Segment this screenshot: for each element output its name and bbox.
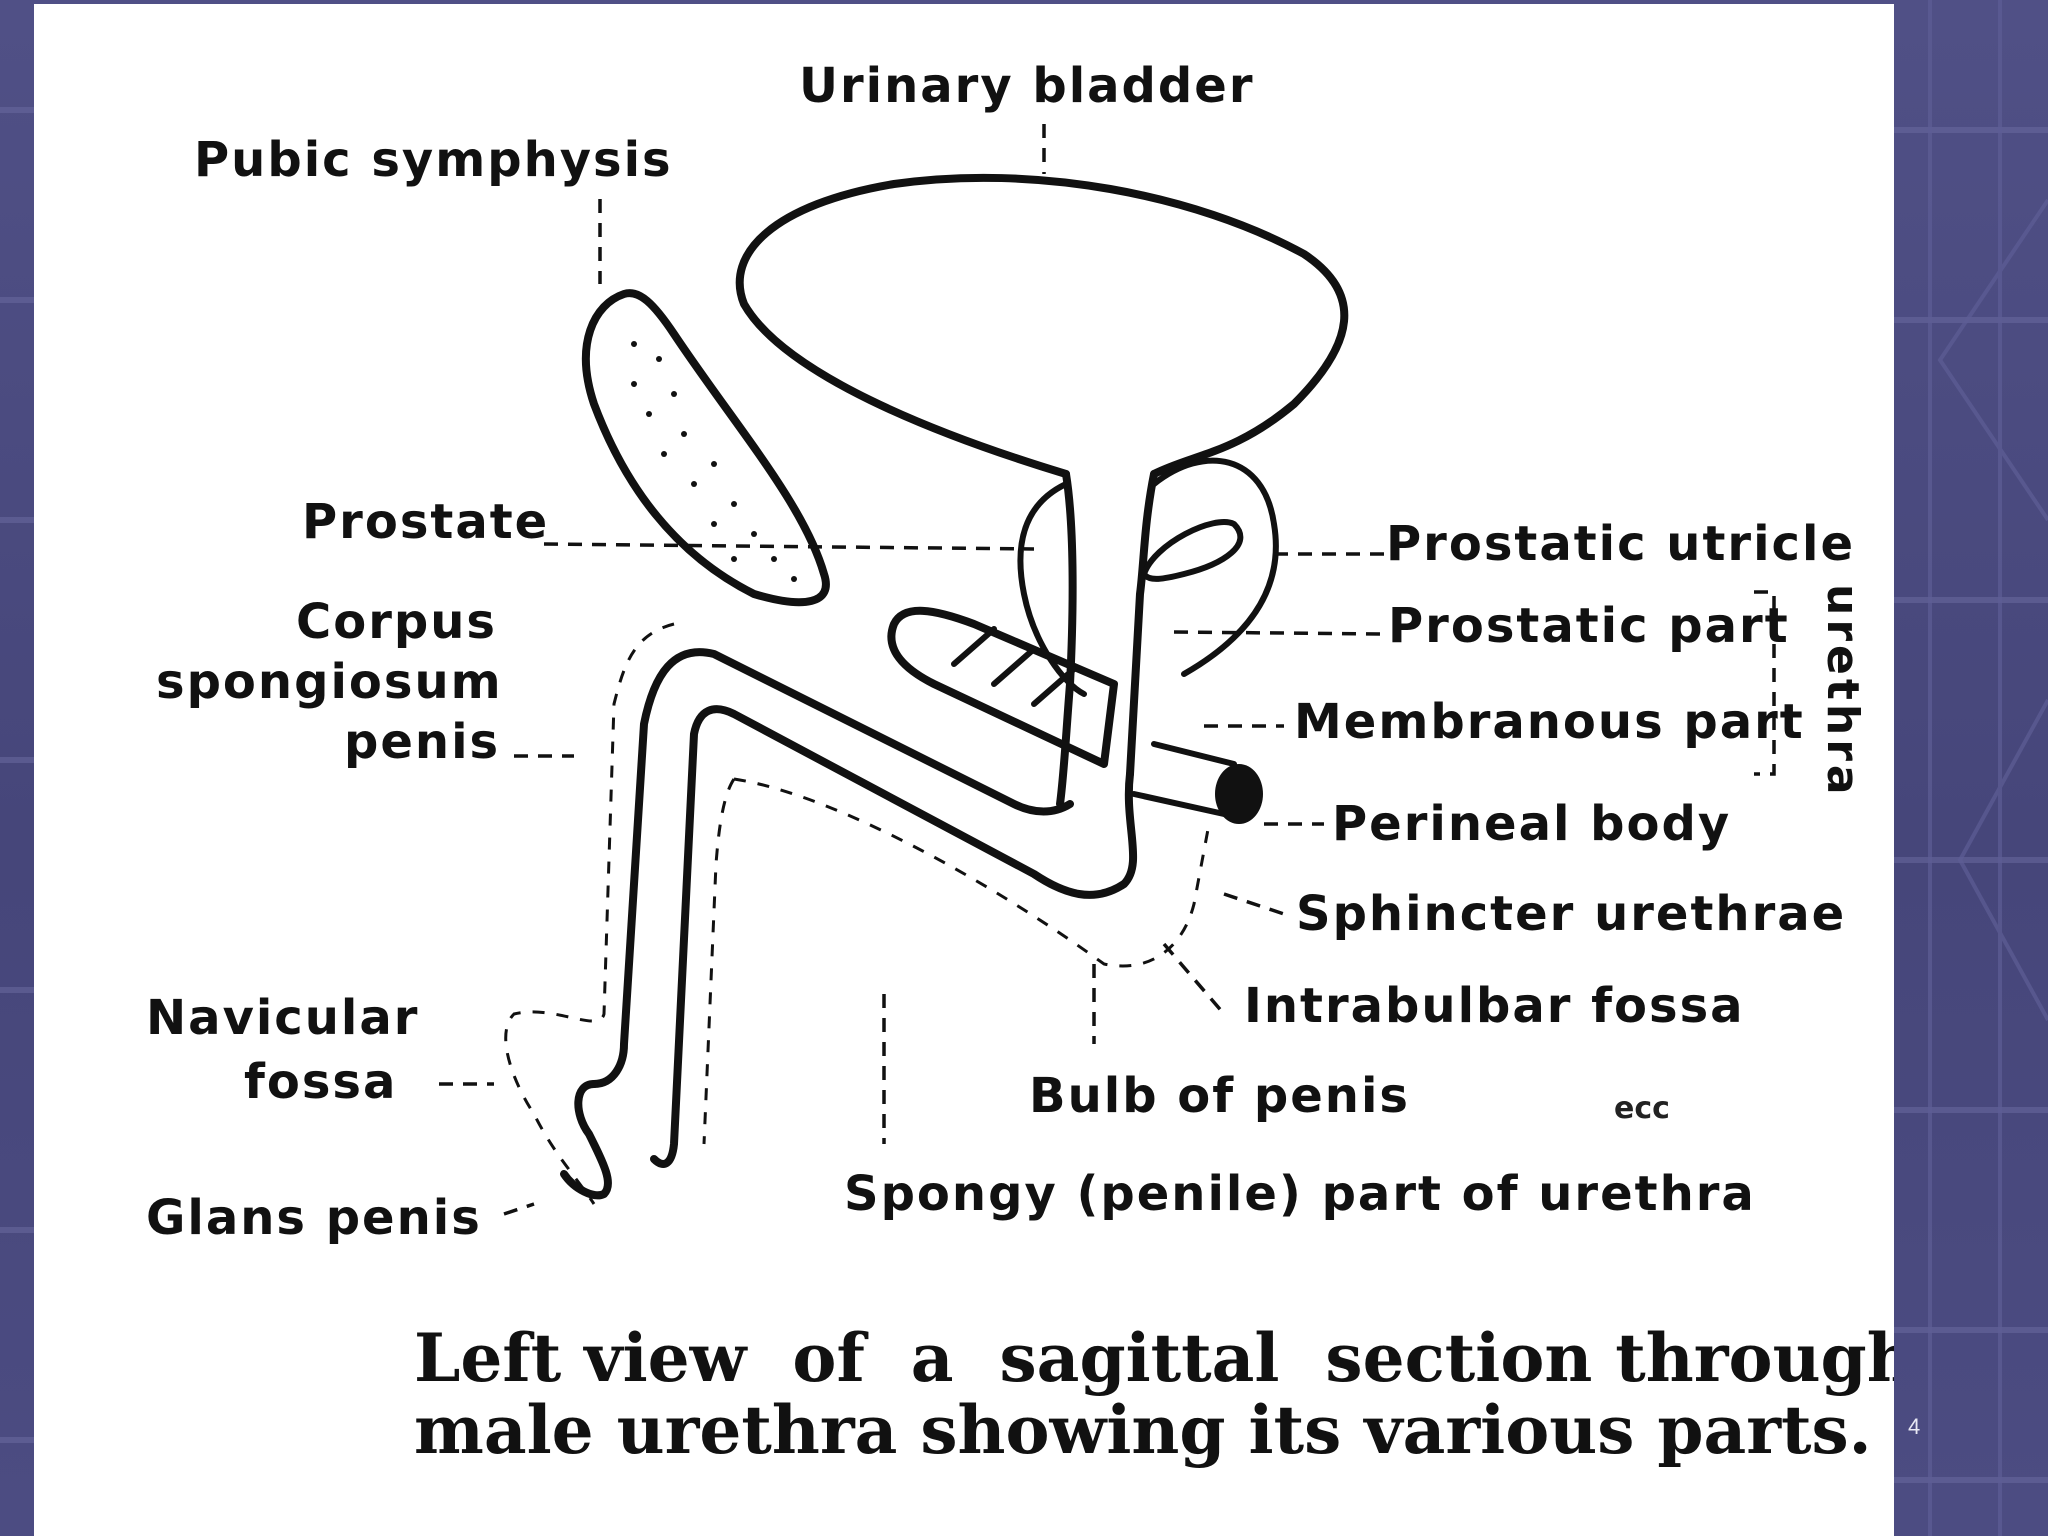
label-intrabulbar-fossa: Intrabulbar fossa xyxy=(1244,978,1745,1034)
label-prostatic-utricle: Prostatic utricle xyxy=(1386,516,1855,572)
corner-mark: ecc xyxy=(1614,1091,1670,1126)
prostatic-urethra-wall-left xyxy=(1056,470,1077,808)
prostatic-utricle-outline xyxy=(1141,519,1244,582)
spongy-urethra-upper-wall xyxy=(590,648,1074,1088)
sphincter-hatching xyxy=(951,626,1077,707)
prostate-outline-right xyxy=(1151,457,1279,677)
corpus-spongiosum-dashed xyxy=(504,622,675,1205)
label-sphincter-urethrae: Sphincter urethrae xyxy=(1296,886,1846,942)
leader-lines xyxy=(439,124,1776,1216)
label-prostatic-part: Prostatic part xyxy=(1388,598,1790,654)
label-spongy-part: Spongy (penile) part of urethra xyxy=(844,1166,1756,1222)
label-pubic-symphysis: Pubic symphysis xyxy=(194,132,673,188)
perineal-body-end xyxy=(1215,764,1263,824)
label-bulb-of-penis: Bulb of penis xyxy=(1029,1068,1410,1124)
caption-line-2: male urethra showing its various parts. xyxy=(414,1391,1872,1469)
label-membranous-part: Membranous part xyxy=(1294,694,1805,750)
slide-number: 4 xyxy=(1908,1414,1921,1439)
sphincter-block-outline xyxy=(887,606,1118,768)
perineal-body-tube xyxy=(1131,741,1237,817)
spongy-urethra-lower-wall xyxy=(650,705,1138,1168)
navicular-fossa-outline xyxy=(560,1080,612,1200)
label-glans-penis: Glans penis xyxy=(146,1190,482,1246)
bulb-dashed xyxy=(702,777,1211,1145)
label-urinary-bladder: Urinary bladder xyxy=(799,58,1254,114)
figure-caption: Left view of a sagittal section through … xyxy=(414,1322,1894,1466)
label-corpus-spongiosum-2: spongiosum xyxy=(156,654,503,710)
figure-panel: Urinary bladder Pubic symphysis Prostate… xyxy=(34,4,1894,1536)
label-navicular-fossa-1: Navicular xyxy=(146,990,419,1046)
label-corpus-spongiosum-1: Corpus xyxy=(296,594,497,650)
urethra-diagram: Urinary bladder Pubic symphysis Prostate… xyxy=(146,58,1868,1246)
label-prostate: Prostate xyxy=(302,494,549,550)
pubic-symphysis-stipple xyxy=(631,341,797,582)
label-navicular-fossa-2: fossa xyxy=(244,1054,397,1110)
label-urethra: urethra xyxy=(1817,584,1868,799)
label-corpus-spongiosum-3: penis xyxy=(344,714,500,770)
prostatic-urethra-wall-right xyxy=(1126,470,1158,778)
label-perineal-body: Perineal body xyxy=(1332,796,1731,852)
pubic-symphysis-outline xyxy=(582,289,830,607)
urinary-bladder-outline xyxy=(735,173,1349,478)
caption-line-1: Left view of a sagittal section through … xyxy=(414,1319,1894,1397)
